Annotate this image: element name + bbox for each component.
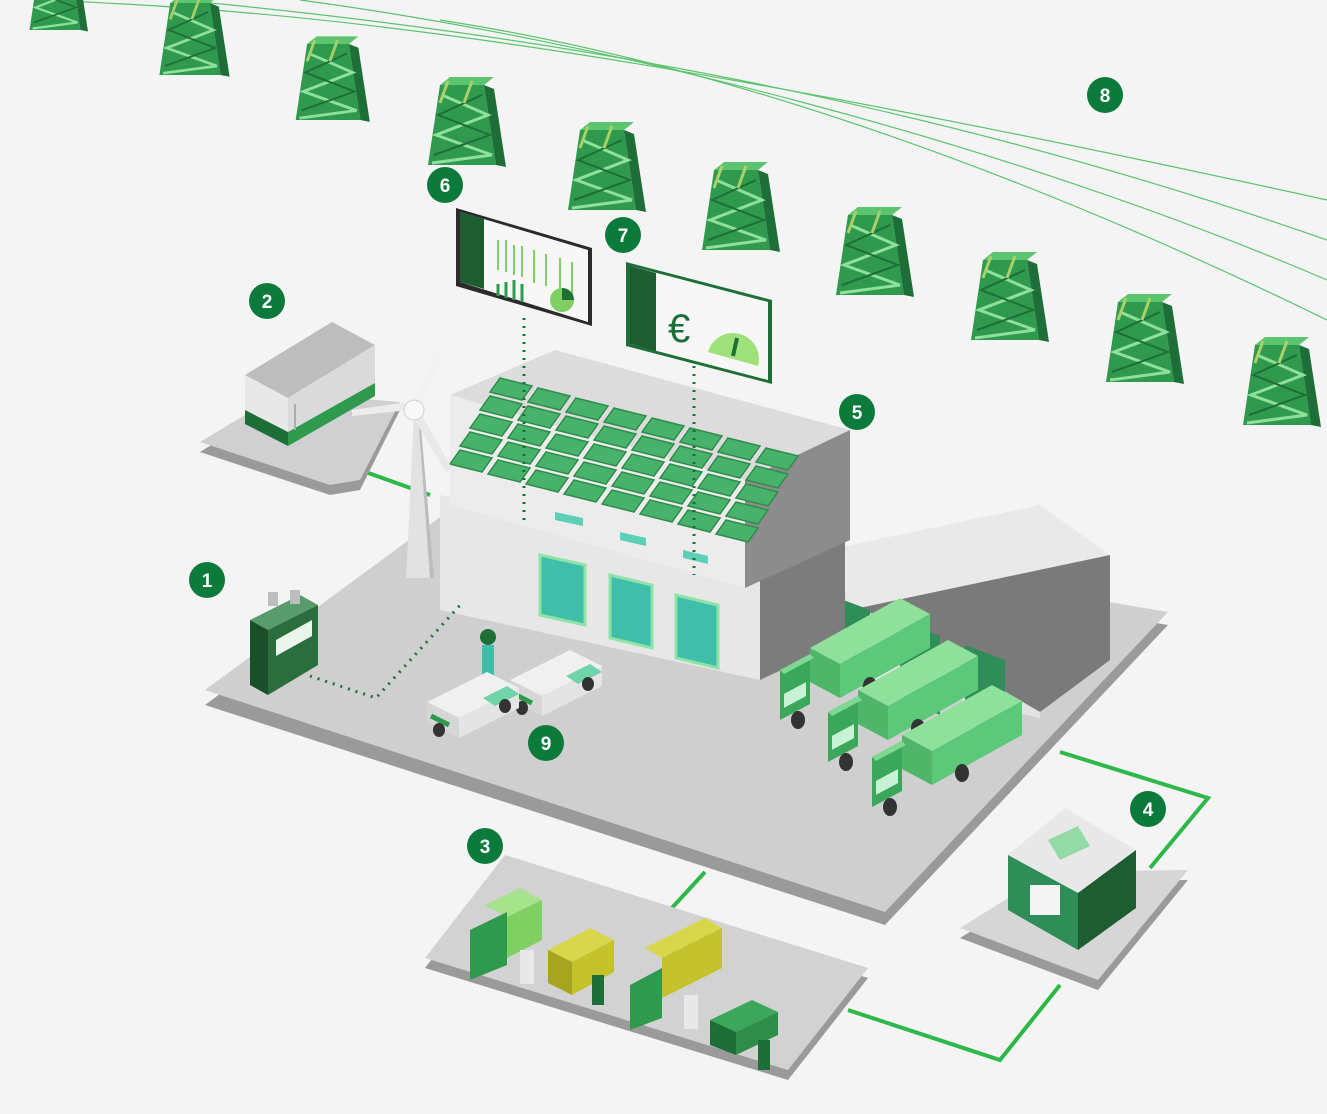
solar-panel xyxy=(478,395,524,419)
marker-circle xyxy=(839,394,875,430)
marker-label: 4 xyxy=(1143,800,1154,821)
solar-panel xyxy=(592,425,638,449)
solar-panel xyxy=(486,459,532,483)
solar-panel xyxy=(488,377,534,401)
solar-panel xyxy=(620,453,666,477)
analytics-dashboard-icon xyxy=(456,208,592,525)
marker-circle xyxy=(249,283,285,319)
marker-3[interactable]: 3 xyxy=(467,828,503,864)
solar-panel xyxy=(638,499,684,523)
solar-panel xyxy=(744,465,790,489)
marker-label: 9 xyxy=(541,734,552,755)
solar-panel xyxy=(544,433,590,457)
marker-9[interactable]: 9 xyxy=(528,725,564,761)
solar-panel xyxy=(696,473,742,497)
solar-panel xyxy=(686,491,732,515)
solar-panel xyxy=(572,461,618,485)
marker-4[interactable]: 4 xyxy=(1130,791,1166,827)
solar-panel xyxy=(564,397,610,421)
transformer-box-icon xyxy=(200,322,400,495)
solar-panel xyxy=(468,413,514,437)
marker-circle xyxy=(605,217,641,253)
wind-turbine-icon xyxy=(352,352,452,578)
solar-panel xyxy=(554,415,600,439)
solar-panel xyxy=(562,479,608,503)
marker-2[interactable]: 2 xyxy=(249,283,285,319)
numbered-markers: 1 2 3 4 5 6 7 8 9 xyxy=(189,77,1166,864)
solar-panel xyxy=(668,445,714,469)
solar-panel xyxy=(516,405,562,429)
solar-panel xyxy=(648,481,694,505)
marker-circle xyxy=(189,562,225,598)
solar-panel xyxy=(600,489,646,513)
marker-1[interactable]: 1 xyxy=(189,562,225,598)
solar-panel xyxy=(658,463,704,487)
marker-6[interactable]: 6 xyxy=(427,167,463,203)
solar-panel xyxy=(714,519,760,543)
solar-panel xyxy=(534,451,580,475)
marker-label: 1 xyxy=(202,571,213,592)
marker-8[interactable]: 8 xyxy=(1087,77,1123,113)
euro-gauge-icon: € xyxy=(626,262,772,575)
power-tower-icon xyxy=(28,0,1323,429)
marker-label: 7 xyxy=(618,226,629,247)
solar-panel xyxy=(734,483,780,507)
cost-panel-currency: € xyxy=(668,307,690,351)
solar-panel xyxy=(610,471,656,495)
marker-label: 8 xyxy=(1100,86,1111,107)
marker-circle xyxy=(1087,77,1123,113)
solar-panel xyxy=(602,407,648,431)
solar-panel xyxy=(526,387,572,411)
solar-panel xyxy=(724,501,770,525)
solar-panel xyxy=(754,447,800,471)
solar-panel xyxy=(630,435,676,459)
marker-circle xyxy=(528,725,564,761)
marker-label: 6 xyxy=(440,176,451,197)
solar-panel xyxy=(496,441,542,465)
battery-storage-icon xyxy=(960,808,1188,990)
marker-5[interactable]: 5 xyxy=(839,394,875,430)
solar-panel xyxy=(716,437,762,461)
solar-panel xyxy=(678,427,724,451)
solar-panel xyxy=(640,417,686,441)
marker-circle xyxy=(467,828,503,864)
marker-circle xyxy=(1130,791,1166,827)
solar-panel xyxy=(524,469,570,493)
solar-panel xyxy=(458,431,504,455)
service-vans xyxy=(427,629,602,738)
solar-panel xyxy=(676,509,722,533)
marker-label: 2 xyxy=(262,292,273,313)
marker-label: 3 xyxy=(480,837,491,858)
power-lines xyxy=(39,0,1327,321)
ev-charging-platform xyxy=(425,855,868,1080)
solar-panel xyxy=(582,443,628,467)
solar-panel xyxy=(506,423,552,447)
gas-meter-icon xyxy=(250,590,464,700)
marker-circle xyxy=(427,167,463,203)
solar-panel xyxy=(706,455,752,479)
solar-panel-roof xyxy=(448,377,800,543)
marker-label: 5 xyxy=(852,403,863,424)
solar-panel xyxy=(448,449,494,473)
marker-7[interactable]: 7 xyxy=(605,217,641,253)
